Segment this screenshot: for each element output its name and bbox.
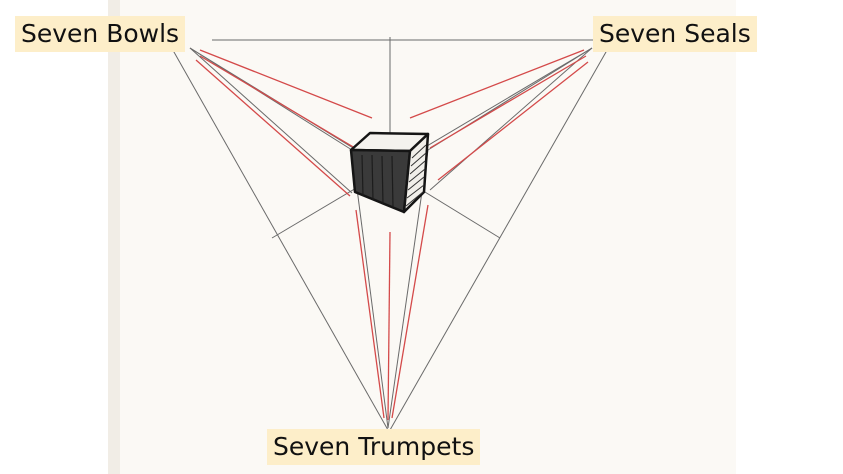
cube-hatching [405,144,427,207]
construction-lines [169,37,611,431]
cube [349,131,430,214]
vanishing-point-label-left: Seven Bowls [15,16,186,52]
vanishing-point-label-bottom: Seven Trumpets [267,429,481,465]
cube-shading [361,154,394,208]
paper-shadow-left [108,0,120,474]
triangle-left-edge [169,44,389,431]
vanishing-point-label-right: Seven Seals [593,16,757,52]
red-guide-lines [195,49,589,421]
